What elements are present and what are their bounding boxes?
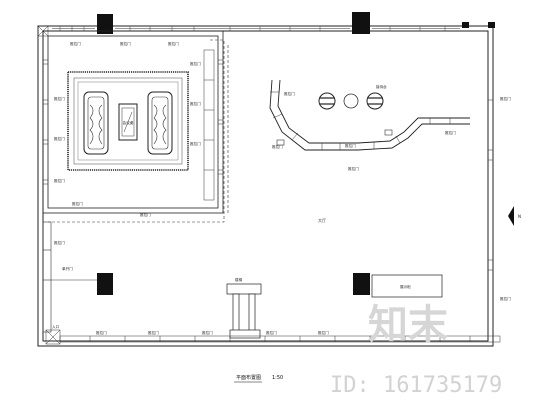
meeting-room-cabinet [203,49,215,201]
column-hall-right [353,273,370,295]
label-door-top-b: 推拉门 [168,41,179,46]
display-cabinet-right [371,274,443,298]
column-small-1 [462,22,469,28]
watermark: 知末 ID: 161735179 [330,302,502,398]
label-door-lt: 推拉门 [70,41,81,46]
label-door-inner-r: 推拉门 [190,61,201,66]
label-bottom-door-3: 推拉门 [202,330,213,335]
label-door-inner-r3: 推拉门 [190,141,201,146]
label-stair: 楼梯 [235,277,243,282]
label-right-door-2: 推拉门 [500,296,511,301]
scale-text: 1:50 [272,375,283,381]
label-bottom-door-1: 推拉门 [96,330,107,335]
label-door-side-2: 推拉门 [54,136,65,141]
label-counter-mid: 推拉门 [345,143,356,148]
label-bottom-door-2: 推拉门 [148,330,159,335]
right-wall-windows [488,99,493,271]
label-right-door: 推拉门 [500,96,511,101]
counter-chairs [276,92,393,146]
label-door-bottom: 推拉门 [72,201,83,206]
sofa-left [83,91,109,155]
label-counter-door-4: 推拉门 [445,130,456,135]
watermark-logo: 知末 [368,302,448,348]
label-partition: 推拉门 [140,212,151,217]
counter-segment-ticks [270,91,451,150]
north-arrow-icon: N [508,206,521,226]
watermark-id: ID: 161735179 [330,373,502,398]
label-counter-door-3: 推拉门 [348,166,359,171]
coffee-table [118,103,138,141]
meeting-room-wall-ticks [43,59,223,185]
top-window-mullions [59,26,446,31]
label-counter: 接待台 [376,84,387,89]
label-bottom-door-4: 推拉门 [266,330,277,335]
meeting-room-walls [42,30,224,214]
svg-text:N: N [518,214,521,219]
chair-2 [366,92,384,110]
label-counter-door-2: 推拉门 [272,144,283,149]
corner-cross-bottom-left [45,329,61,345]
label-door-side-1: 推拉门 [54,96,65,101]
sofa-right [147,91,173,155]
label-left-door-2: 单开门 [62,266,73,271]
label-bottom-door-5: 推拉门 [318,330,329,335]
column-hall-left [97,273,113,295]
label-entrance: 入口 [52,324,60,329]
corner-cross-top-left [37,25,49,37]
meeting-carpet [67,71,189,171]
counter-round-table [343,93,359,109]
outer-walls [37,25,494,347]
label-display-right: 展示柜 [400,284,411,289]
label-door-inner-r2: 推拉门 [190,101,201,106]
entrance-structure [226,283,262,339]
left-lower-wall [42,221,52,333]
label-counter-door-1: 推拉门 [284,91,295,96]
column-top-left [97,14,113,34]
label-door-top-a: 推拉门 [120,41,131,46]
meeting-table-label: 会议桌 [123,120,134,125]
columns [97,12,495,295]
partition-dashed [48,39,229,223]
label-left-door: 推拉门 [54,240,65,245]
column-small-2 [488,22,495,28]
reception-counter [269,79,470,151]
column-top-mid [352,12,370,34]
label-door-side-3: 推拉门 [54,178,65,183]
chair-1 [318,92,336,110]
title-text: 平面布置图 [236,374,261,381]
drawing-title: 平面布置图 1:50 [234,374,283,383]
label-hall: 大厅 [318,217,326,223]
